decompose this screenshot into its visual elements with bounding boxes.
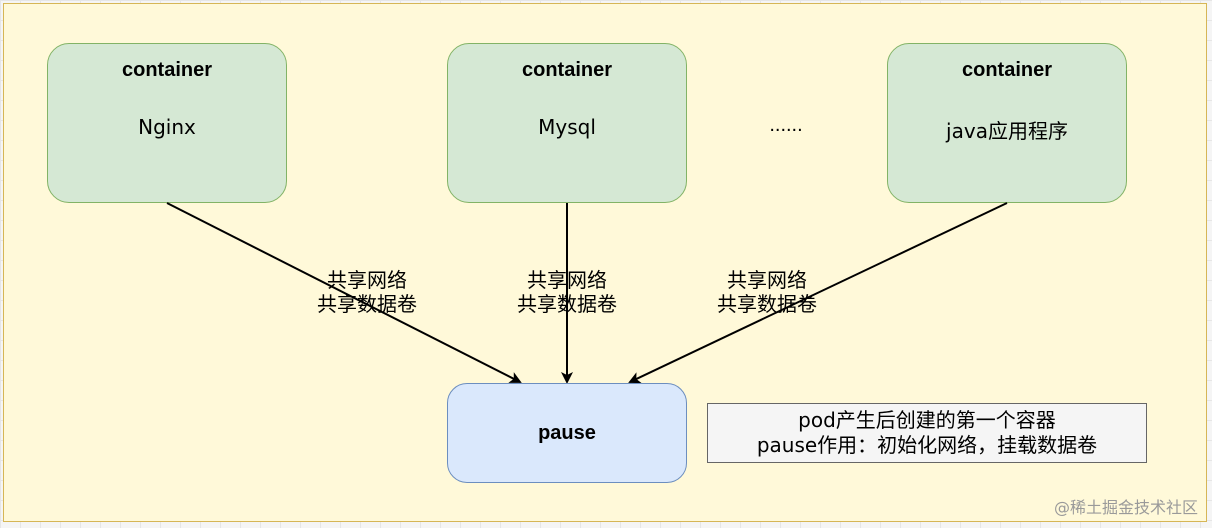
- container-box-java[interactable]: container java应用程序: [887, 43, 1127, 203]
- edge-label-line: 共享数据卷: [717, 292, 817, 316]
- watermark-text: @稀土掘金技术社区: [1053, 498, 1198, 517]
- edge-label-line: 共享数据卷: [517, 292, 617, 316]
- container-name: java应用程序: [946, 119, 1068, 143]
- edge-nginx-to-pause: [166, 202, 522, 383]
- note-box: pod产生后创建的第一个容器 pause作用：初始化网络，挂载数据卷: [707, 403, 1147, 463]
- container-name: Nginx: [138, 115, 196, 139]
- container-box-mysql[interactable]: container Mysql: [447, 43, 687, 203]
- edge-label-mysql: 共享网络 共享数据卷: [497, 268, 637, 316]
- pause-box[interactable]: pause: [447, 383, 687, 483]
- pause-label: pause: [538, 422, 596, 444]
- edge-label-line: 共享网络: [727, 268, 807, 292]
- edge-java-to-pause: [628, 202, 1008, 384]
- edge-label-nginx: 共享网络 共享数据卷: [297, 268, 437, 316]
- container-title: container: [961, 59, 1053, 81]
- note-line: pause作用：初始化网络，挂载数据卷: [756, 433, 1098, 457]
- container-name: Mysql: [538, 115, 596, 139]
- edge-label-line: 共享数据卷: [317, 292, 417, 316]
- container-title: container: [521, 59, 613, 81]
- edge-label-line: 共享网络: [527, 268, 607, 292]
- container-box-nginx[interactable]: container Nginx: [47, 43, 287, 203]
- note-line: pod产生后创建的第一个容器: [798, 408, 1056, 432]
- ellipsis-text: ......: [769, 114, 803, 136]
- container-title: container: [121, 59, 213, 81]
- edge-label-line: 共享网络: [327, 268, 407, 292]
- edge-label-java: 共享网络 共享数据卷: [697, 268, 837, 316]
